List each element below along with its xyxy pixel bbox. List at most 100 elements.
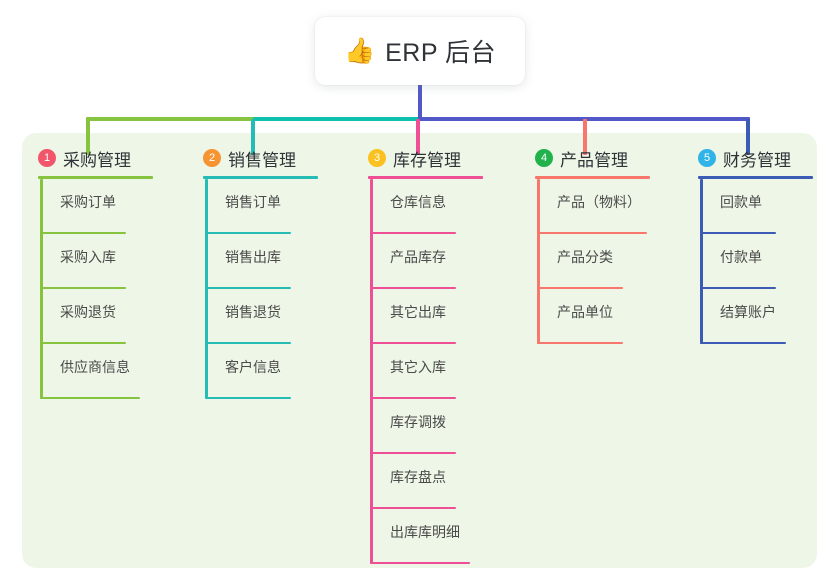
branch-label-2: 销售管理 (228, 150, 296, 170)
leaf-item-rule (205, 397, 291, 399)
leaf-item[interactable]: 产品单位 (535, 289, 650, 344)
leaf-item-label: 产品（物料） (557, 194, 641, 210)
connector-root-vertical (418, 84, 422, 121)
leaf-item-rule (370, 287, 456, 289)
leaf-item[interactable]: 采购入库 (38, 234, 153, 289)
leaf-item[interactable]: 供应商信息 (38, 344, 153, 399)
leaf-item[interactable]: 销售订单 (203, 179, 318, 234)
thumbs-up-icon: 👍 (343, 36, 376, 65)
branch-column-5: 5 财务管理 回款单付款单结算账户 (698, 146, 813, 344)
connector-stub-4 (583, 119, 587, 155)
connector-bus-green (86, 117, 255, 121)
connector-bus-teal (253, 117, 420, 121)
leaf-item[interactable]: 回款单 (698, 179, 813, 234)
branch-header-4[interactable]: 4 产品管理 (535, 146, 650, 170)
leaf-item-label: 采购订单 (60, 194, 116, 210)
leaf-item[interactable]: 采购退货 (38, 289, 153, 344)
leaf-item-label: 供应商信息 (60, 359, 130, 375)
leaf-item-rule (40, 232, 126, 234)
branch-header-5[interactable]: 5 财务管理 (698, 146, 813, 170)
leaf-item-label: 产品库存 (390, 249, 446, 265)
leaf-item[interactable]: 库存盘点 (368, 454, 483, 509)
leaf-list-3: 仓库信息产品库存其它出库其它入库库存调拨库存盘点出库库明细 (368, 179, 483, 564)
leaf-item-label: 销售出库 (225, 249, 281, 265)
leaf-item-rule (370, 452, 456, 454)
leaf-item-label: 库存盘点 (390, 469, 446, 485)
leaf-spine-3 (370, 179, 373, 564)
branch-label-3: 库存管理 (393, 150, 461, 170)
connector-stub-3 (416, 119, 420, 155)
branch-header-1[interactable]: 1 采购管理 (38, 146, 153, 170)
leaf-item-label: 库存调拨 (390, 414, 446, 430)
leaf-item[interactable]: 销售退货 (203, 289, 318, 344)
leaf-list-1: 采购订单采购入库采购退货供应商信息 (38, 179, 153, 399)
leaf-item-rule (205, 232, 291, 234)
leaf-list-2: 销售订单销售出库销售退货客户信息 (203, 179, 318, 399)
leaf-item-label: 其它出库 (390, 304, 446, 320)
leaf-item-rule (40, 287, 126, 289)
leaf-item-rule (205, 287, 291, 289)
diagram-panel (22, 133, 817, 568)
leaf-item[interactable]: 仓库信息 (368, 179, 483, 234)
leaf-item[interactable]: 产品（物料） (535, 179, 650, 234)
leaf-item-rule (537, 287, 623, 289)
leaf-item[interactable]: 库存调拨 (368, 399, 483, 454)
leaf-item[interactable]: 采购订单 (38, 179, 153, 234)
branch-column-2: 2 销售管理 销售订单销售出库销售退货客户信息 (203, 146, 318, 399)
branch-column-1: 1 采购管理 采购订单采购入库采购退货供应商信息 (38, 146, 153, 399)
leaf-item-label: 客户信息 (225, 359, 281, 375)
leaf-item-label: 采购退货 (60, 304, 116, 320)
branch-rule-4 (535, 176, 650, 179)
leaf-item-rule (700, 287, 776, 289)
leaf-item-rule (370, 397, 456, 399)
leaf-item[interactable]: 其它出库 (368, 289, 483, 344)
leaf-item-label: 产品分类 (557, 249, 613, 265)
leaf-item-rule (700, 342, 786, 344)
leaf-item[interactable]: 结算账户 (698, 289, 813, 344)
branch-label-4: 产品管理 (560, 150, 628, 170)
leaf-item[interactable]: 出库库明细 (368, 509, 483, 564)
leaf-item-label: 回款单 (720, 194, 762, 210)
connector-stub-2 (251, 119, 255, 155)
branch-header-3[interactable]: 3 库存管理 (368, 146, 483, 170)
leaf-item-label: 销售退货 (225, 304, 281, 320)
leaf-item[interactable]: 客户信息 (203, 344, 318, 399)
leaf-item-rule (370, 342, 456, 344)
branch-badge-1: 1 (38, 149, 56, 167)
branch-header-2[interactable]: 2 销售管理 (203, 146, 318, 170)
leaf-item-label: 付款单 (720, 249, 762, 265)
leaf-item-rule (370, 507, 456, 509)
branch-column-3: 3 库存管理 仓库信息产品库存其它出库其它入库库存调拨库存盘点出库库明细 (368, 146, 483, 564)
leaf-item-label: 仓库信息 (390, 194, 446, 210)
branch-rule-5 (698, 176, 813, 179)
leaf-item-label: 采购入库 (60, 249, 116, 265)
branch-badge-5: 5 (698, 149, 716, 167)
branch-column-4: 4 产品管理 产品（物料） 产品分类产品单位 (535, 146, 650, 344)
branch-badge-3: 3 (368, 149, 386, 167)
branch-label-1: 采购管理 (63, 150, 131, 170)
leaf-item-rule (40, 397, 140, 399)
connector-stub-5 (746, 119, 750, 155)
leaf-item[interactable]: 付款单 (698, 234, 813, 289)
leaf-item-rule (370, 232, 456, 234)
leaf-item-label: 其它入库 (390, 359, 446, 375)
leaf-item-label: 产品单位 (557, 304, 613, 320)
leaf-item-rule (537, 232, 647, 234)
connector-stub-1 (86, 119, 90, 155)
branch-rule-1 (38, 176, 153, 179)
branch-badge-2: 2 (203, 149, 221, 167)
root-title: ERP 后台 (385, 39, 497, 67)
root-node[interactable]: 👍 ERP 后台 (315, 17, 525, 85)
leaf-item[interactable]: 产品库存 (368, 234, 483, 289)
leaf-item[interactable]: 其它入库 (368, 344, 483, 399)
branch-label-5: 财务管理 (723, 150, 791, 170)
leaf-item[interactable]: 销售出库 (203, 234, 318, 289)
leaf-spine-2 (205, 179, 208, 399)
leaf-spine-4 (537, 179, 540, 344)
leaf-item-label: 结算账户 (720, 304, 776, 320)
leaf-item-label: 出库库明细 (390, 524, 460, 540)
leaf-item[interactable]: 产品分类 (535, 234, 650, 289)
leaf-list-4: 产品（物料） 产品分类产品单位 (535, 179, 650, 344)
leaf-list-5: 回款单付款单结算账户 (698, 179, 813, 344)
